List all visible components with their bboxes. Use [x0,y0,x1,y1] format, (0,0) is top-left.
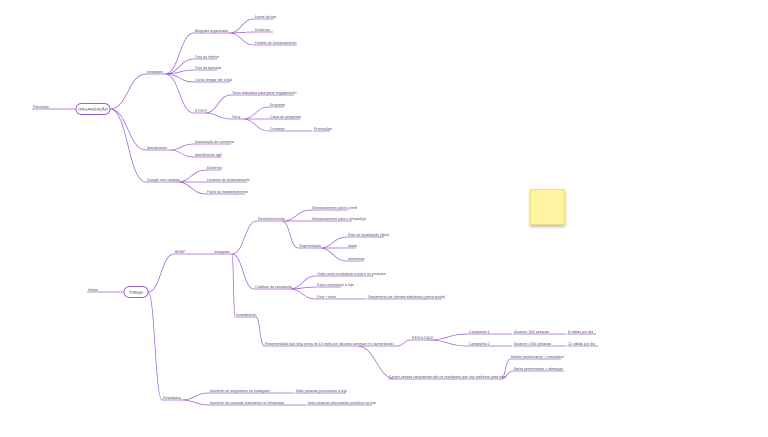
contador-promocoes[interactable]: Promoções [314,127,332,131]
topic-resultados[interactable]: Resultados [163,396,181,400]
rec-whatsapp[interactable]: Direcionamento para o WhatsApp [312,217,366,221]
branch-connector [228,32,255,46]
topic-story[interactable]: STORY [195,109,208,113]
resultado-seguidores[interactable]: Aumento de seguidores no Instagram [210,389,270,393]
campanha-1-alcance[interactable]: Alcance: 500 pessoas [514,330,549,334]
branch-connector [109,108,147,183]
branch-connector [147,291,163,401]
branch-connector [500,370,514,380]
topic-atendimento[interactable]: Atendimento [147,146,167,150]
centro-baixa[interactable]: Baixa performance = alteração [514,367,563,371]
rec-perfil[interactable]: Direcionamento para o perfil [312,206,357,210]
branch-connector [427,333,469,341]
branch-connector [231,253,236,318]
investimento-texto[interactable]: Recomendado que seja cerca de 10 reais p… [265,342,393,346]
criativo-video[interactable]: Vídeo curto mostrando a loja e os produt… [317,272,386,276]
sorry-enquetes[interactable]: Enquetes [270,103,285,107]
seg-raio[interactable]: Raio de localização (5km) [348,233,389,237]
branch-connector [281,220,299,249]
sorry-contador[interactable]: Contador [270,127,286,131]
resultado-seguidores-fim[interactable]: Mais pessoas procurando a loja [296,389,347,393]
branch-connector [168,143,195,151]
branch-connector [180,392,210,401]
seg-interesses[interactable]: Interesses [348,257,365,261]
branch-connector [204,94,232,114]
centro-melhor[interactable]: Melhor performance = resultados [511,355,564,359]
branch-connector [204,112,232,120]
campanha-1[interactable]: Campanha 1 [469,330,490,334]
campanha-1-visitas[interactable]: 8 visitas por dia [568,330,593,334]
google-endereco[interactable]: Endereço [207,166,222,170]
atendimento-agil[interactable]: Atendimento ágil [195,153,222,157]
criativo-foto-texto[interactable]: Foto + texto [317,295,336,299]
branch-connector [168,149,195,158]
topic-criativos[interactable]: Criativos da campanha [255,285,292,289]
branch-connector [231,253,255,290]
campanha-2[interactable]: Campanha 2 [469,342,490,346]
left-label-psicologo[interactable]: Psicologo [33,105,49,109]
branch-connector [356,345,397,380]
bio-item[interactable]: Endereço [255,28,270,32]
topic-google[interactable]: Google meu negócio [147,178,180,182]
criativo-fotos[interactable]: Fotos mostrando a loja [317,283,354,287]
topic-investimento[interactable]: Investimento [236,313,256,317]
branch-connector [500,358,511,380]
branch-connector [164,73,195,83]
seg-idade[interactable]: Idade [348,244,357,248]
root-trafego-shape[interactable] [123,286,149,298]
branch-connector [288,288,317,300]
branch-connector [427,339,469,347]
topic-sorry[interactable]: Sorry [232,115,241,119]
topic-biografia[interactable]: Biografia organizada [195,29,228,33]
topic-foto-interior[interactable]: Foto do interior [195,55,220,59]
sticky-note[interactable] [530,189,565,225]
resultado-whatsapp-fim[interactable]: Mais pessoas procurando produtos na loja [308,401,376,405]
topic-centro[interactable]: Centro dessas campanhas são os resultado… [389,375,506,379]
story-texto[interactable]: Texto animados para gerar engajamento [232,91,297,95]
topic-brief[interactable]: BRIEF [175,250,186,254]
branch-connector [318,247,348,262]
google-fotos[interactable]: Fotos do estabelecimento [207,190,248,194]
left-label-ideias[interactable]: Ideias [88,288,98,292]
sorry-caixa-perguntas[interactable]: Caixa de perguntas [270,115,301,119]
foto-texto-depoimento[interactable]: Depoimento de clientes satisfeitos (prov… [368,295,445,299]
branch-connector [109,73,147,110]
branch-connector [176,169,207,183]
branch-connector [241,118,270,132]
branch-connector [231,220,258,255]
branch-connector [255,316,265,347]
topic-instagram[interactable]: Instagram [147,70,163,74]
resultado-whatsapp[interactable]: Aumento de pessoas chamando no WhatsApp [210,401,284,405]
branch-connector [318,236,348,249]
atendimento-automacao[interactable]: Automação de conversa [195,140,234,144]
topic-reconhecimento[interactable]: Reconhecimento [258,217,285,221]
topic-como-chegar[interactable]: Como chegar até a loja [195,78,232,82]
bio-item[interactable]: Horário de funcionamento [255,41,296,45]
branch-connector [147,253,175,293]
root-organizacao-label: ORGANIZAÇÃO [78,106,108,111]
topic-instagram-2[interactable]: Instagram [214,250,230,254]
root-trafego-label: Tráfego [129,289,143,294]
google-horarios[interactable]: Horários de funcionamento [207,178,250,182]
bio-item[interactable]: Nome da loja [255,15,276,19]
branch-connector [281,209,312,222]
branch-connector [288,286,317,290]
root-organizacao-shape[interactable] [75,103,111,115]
campanha-2-visitas[interactable]: 12 visitas por dia [568,342,595,346]
branch-connector [109,108,147,151]
branch-connector [241,106,270,120]
branch-connector [164,32,195,75]
topic-segmentacao[interactable]: Segmentação [299,244,321,248]
branch-connector [396,339,412,347]
campanha-2-alcance[interactable]: Alcance: 1000 pessoas [514,342,551,346]
branch-connector [228,18,255,34]
branch-connector [180,399,210,406]
topic-foto-fachada[interactable]: Foto da fachada [195,66,221,70]
topic-resultado[interactable]: RESULTADO [412,336,434,340]
branch-connector [176,181,207,195]
branch-connector [164,73,195,114]
